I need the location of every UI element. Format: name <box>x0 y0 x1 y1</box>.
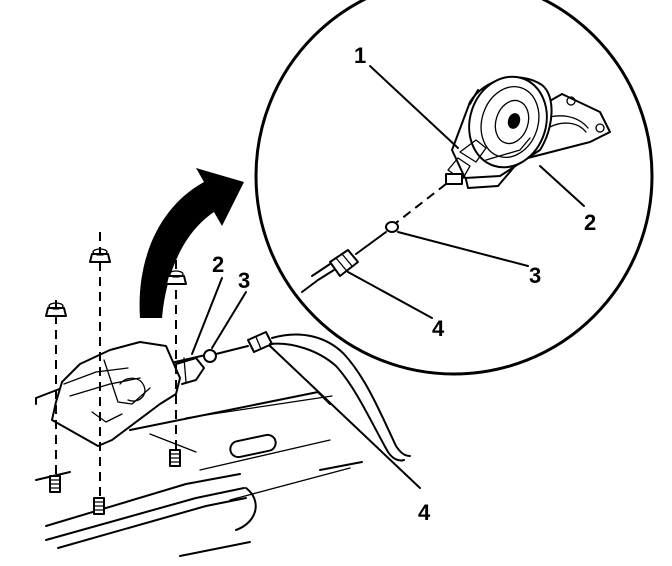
main-callout-3: 3 <box>238 268 250 293</box>
detail-callout-1: 1 <box>354 43 366 68</box>
main-retractor-assembly <box>51 341 205 447</box>
main-callout-2: 2 <box>212 252 224 277</box>
detail-leader-lines <box>347 65 585 319</box>
detail-alignment-line <box>391 183 447 227</box>
main-view: 2 3 4 <box>35 232 431 557</box>
detail-retractor-housing <box>445 75 553 185</box>
main-callout-4: 4 <box>418 500 431 525</box>
detail-cable-connector <box>301 231 387 293</box>
detail-callout-4: 4 <box>432 316 445 341</box>
detail-callout-2: 2 <box>584 210 596 235</box>
main-cable <box>203 331 411 462</box>
detail-circle <box>254 0 654 376</box>
detail-view: 1 2 3 4 <box>254 0 654 376</box>
main-leader-lines <box>191 277 421 489</box>
detail-callout-3: 3 <box>529 263 541 288</box>
floor-panel <box>35 353 363 557</box>
fasteners <box>45 232 187 515</box>
detail-retainer-clip <box>385 221 399 233</box>
curved-arrow <box>139 168 244 318</box>
